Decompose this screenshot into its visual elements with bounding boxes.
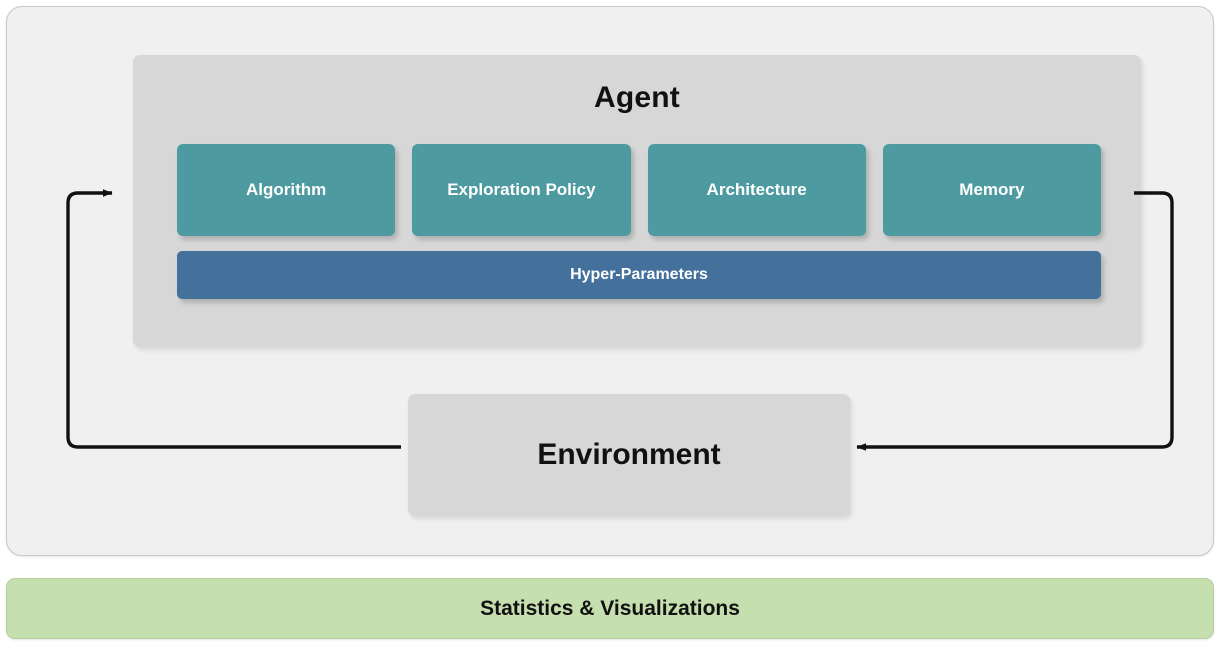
agent-component-row: Algorithm Exploration Policy Architectur… xyxy=(177,144,1101,236)
hyper-parameters-bar[interactable]: Hyper-Parameters xyxy=(177,251,1101,299)
rl-system-panel: Agent Algorithm Exploration Policy Archi… xyxy=(6,6,1214,556)
agent-component-algorithm[interactable]: Algorithm xyxy=(177,144,396,236)
agent-component-memory[interactable]: Memory xyxy=(882,144,1101,236)
statistics-visualizations-bar[interactable]: Statistics & Visualizations xyxy=(6,578,1214,639)
agent-component-exploration-policy[interactable]: Exploration Policy xyxy=(412,144,631,236)
agent-title: Agent xyxy=(594,81,680,114)
environment-box[interactable]: Environment xyxy=(408,394,850,516)
agent-component-architecture[interactable]: Architecture xyxy=(647,144,866,236)
agent-panel: Agent Algorithm Exploration Policy Archi… xyxy=(133,55,1141,347)
